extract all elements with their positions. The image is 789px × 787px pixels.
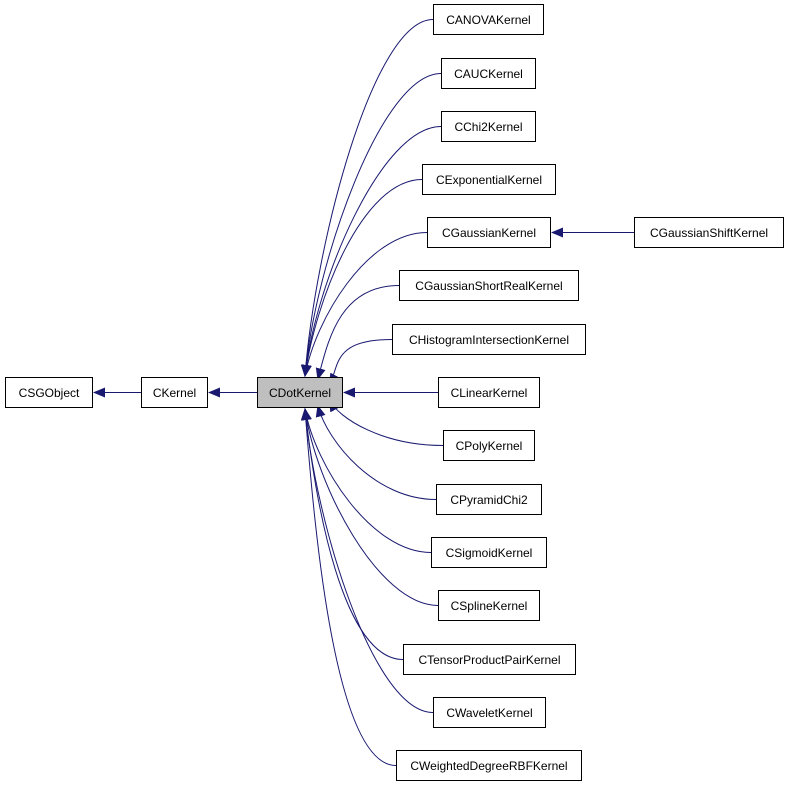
node-cpyramidchi2[interactable]: CPyramidChi2	[436, 484, 542, 515]
node-csigmoidkernel[interactable]: CSigmoidKernel	[431, 537, 547, 568]
node-csgobject[interactable]: CSGObject	[5, 377, 93, 408]
edge-canova-to-cdotkernel	[300, 19, 434, 377]
node-chistogramintersectionkernel[interactable]: CHistogramIntersectionKernel	[392, 324, 586, 355]
node-ckernel[interactable]: CKernel	[141, 377, 208, 408]
node-cexponentialkernel[interactable]: CExponentialKernel	[422, 164, 556, 195]
node-canovakernel[interactable]: CANOVAKernel	[433, 4, 544, 35]
node-cgaussianshortrealkernel[interactable]: CGaussianShortRealKernel	[399, 270, 579, 301]
node-cpolykernel[interactable]: CPolyKernel	[443, 430, 535, 461]
node-cweighteddegreerbfkernel[interactable]: CWeightedDegreeRBFKernel	[396, 750, 582, 781]
edge-cpyramid-to-cdotkernel	[315, 404, 437, 500]
edge-cwavelet-to-cdotkernel	[301, 408, 434, 713]
edge-cgaussianshortreal-to-cdotkernel	[315, 285, 400, 381]
node-cauckernel[interactable]: CAUCKernel	[441, 58, 536, 89]
node-cwaveletkernel[interactable]: CWaveletKernel	[433, 697, 546, 728]
edge-cexponential-to-cdotkernel	[301, 179, 423, 377]
edge-csigmoid-to-cdotkernel	[302, 408, 432, 553]
edge-cchi2-to-cdotkernel	[301, 126, 442, 377]
edge-cspline-to-cdotkernel	[301, 408, 439, 606]
node-ctensorproductpairkernel[interactable]: CTensorProductPairKernel	[403, 644, 576, 675]
edge-cweighted-to-cdotkernel	[300, 408, 397, 766]
edge-cauc-to-cdotkernel	[301, 73, 442, 377]
node-cdotkernel[interactable]: CDotKernel	[257, 377, 343, 408]
edge-cpoly-to-cdotkernel	[329, 399, 444, 446]
node-clinearkernel[interactable]: CLinearKernel	[438, 377, 540, 408]
node-csplinekernel[interactable]: CSplineKernel	[438, 590, 540, 621]
node-cchi2kernel[interactable]: CChi2Kernel	[441, 111, 536, 142]
edge-ctensor-to-cdotkernel	[301, 408, 404, 660]
node-cgaussiankernel[interactable]: CGaussianKernel	[427, 217, 551, 248]
edge-cgaussian-to-cdotkernel	[302, 232, 428, 377]
node-cgaussianshiftkernel[interactable]: CGaussianShiftKernel	[634, 217, 784, 248]
